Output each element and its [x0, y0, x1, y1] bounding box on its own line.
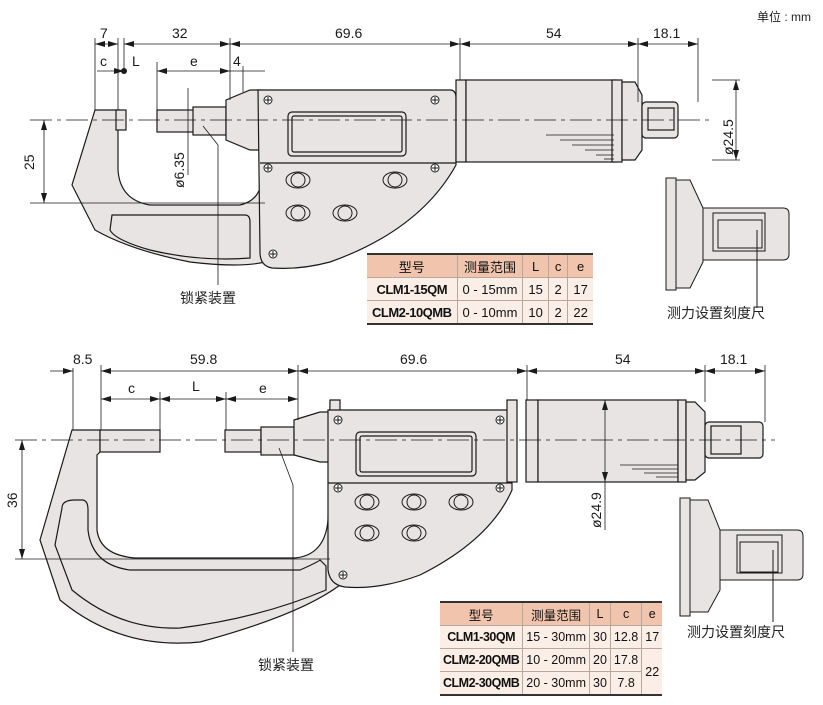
screw-icon: [333, 415, 343, 425]
dim-32: 32: [172, 25, 188, 41]
cell-model: CLM2-20QMB: [440, 648, 523, 672]
callout-lock-bottom: 锁紧装置: [258, 658, 314, 674]
table-header-row: 型号 测量范围 L c e: [440, 602, 663, 626]
spec-table-top: 型号 测量范围 L c e CLM1-15QM 0 - 15mm 15 2 17…: [367, 253, 593, 325]
bottom-thimble-hatch: [620, 464, 678, 478]
dim-25: 25: [21, 154, 37, 170]
top-spindle: [156, 109, 196, 133]
dim-e: e: [190, 53, 198, 69]
cell-range: 0 - 10mm: [456, 300, 523, 324]
cell-L: 20: [589, 648, 611, 672]
dim-dia-24-5: ø24.5: [720, 119, 736, 155]
col-L: L: [589, 602, 611, 626]
cell-c: 2: [547, 300, 568, 324]
cell-L: 15: [522, 277, 549, 301]
cell-e: 17: [641, 625, 663, 649]
col-model: 型号: [367, 254, 458, 278]
table-row: CLM2-10QMB 0 - 10mm 10 2 22: [367, 300, 593, 324]
cell-c: 7.8: [609, 671, 642, 695]
bottom-grip: [54, 499, 327, 629]
screw-icon: [333, 483, 343, 493]
dim-69-6-bottom: 69.6: [400, 351, 427, 367]
dim-59-8: 59.8: [190, 351, 217, 367]
dim-c: c: [100, 53, 107, 69]
top-dimension-lines: [41, 38, 740, 285]
bottom-anvil: [99, 429, 161, 453]
cell-model: CLM2-10QMB: [367, 300, 458, 324]
col-e: e: [567, 254, 593, 278]
screw-icon: [268, 249, 278, 259]
col-range: 测量范围: [522, 602, 590, 626]
dim-54-bottom: 54: [615, 351, 631, 367]
callout-force-scale-top: 测力设置刻度尺: [667, 306, 765, 322]
cell-c: 17.8: [609, 648, 642, 672]
cell-L: 10: [522, 300, 549, 324]
dim-7: 7: [100, 25, 108, 41]
bottom-thimble-ring: [525, 399, 539, 483]
col-range: 测量范围: [456, 254, 523, 278]
screw-icon: [263, 163, 273, 173]
top-grip: [109, 214, 251, 260]
col-e: e: [641, 602, 663, 626]
bottom-force-scale-detail: [679, 497, 804, 622]
bottom-dimension-lines: [19, 365, 766, 652]
cell-e: 22: [567, 300, 593, 324]
table-row: CLM2-20QMB 10 - 20mm 20 17.8 22: [440, 648, 663, 695]
dim-L: L: [132, 53, 140, 69]
top-thimble-ring: [455, 79, 467, 163]
screw-icon: [338, 570, 348, 580]
dim-69-6: 69.6: [335, 25, 362, 41]
dim-36: 36: [4, 492, 20, 508]
dim-18-1-bottom: 18.1: [720, 351, 747, 367]
dim-c-bottom: c: [128, 380, 135, 396]
top-spindle-collar: [192, 106, 227, 136]
top-thimble: [465, 79, 617, 163]
col-model: 型号: [440, 602, 523, 626]
screw-icon: [495, 483, 505, 493]
table-row: CLM1-15QM 0 - 15mm 15 2 17: [367, 277, 593, 301]
top-force-scale-detail: [665, 177, 790, 308]
col-c: c: [609, 602, 642, 626]
dim-L-bottom: L: [192, 378, 200, 394]
cell-range: 0 - 15mm: [456, 277, 523, 301]
screw-icon: [430, 163, 440, 173]
dim-dia-6-35: ø6.35: [171, 152, 187, 188]
cell-model: CLM1-15QM: [367, 277, 458, 301]
cell-c: 12.8: [609, 625, 642, 649]
dim-e-bottom: e: [259, 380, 267, 396]
top-thimble-hatch: [546, 134, 614, 160]
bottom-spindle: [224, 429, 262, 453]
bottom-thimble: [537, 399, 679, 483]
cell-range: 15 - 30mm: [522, 625, 590, 649]
col-c: c: [547, 254, 568, 278]
cell-c: 2: [547, 277, 568, 301]
screw-icon: [263, 95, 273, 105]
bottom-spindle-collar: [260, 426, 295, 456]
cell-model: CLM2-30QMB: [440, 671, 523, 695]
dim-18-1: 18.1: [653, 25, 680, 41]
callout-force-scale-bottom: 测力设置刻度尺: [687, 625, 785, 641]
top-micrometer: [71, 79, 679, 269]
screw-icon: [495, 415, 505, 425]
cell-range: 20 - 30mm: [522, 671, 590, 695]
cell-range: 10 - 20mm: [522, 648, 590, 672]
spec-table-bottom: 型号 测量范围 L c e CLM1-30QM 15 - 30mm 30 12.…: [440, 601, 663, 696]
dim-8-5: 8.5: [73, 351, 93, 367]
cell-model: CLM1-30QM: [440, 625, 523, 649]
dim-54: 54: [546, 25, 562, 41]
cell-L: 30: [589, 625, 611, 649]
table-row: CLM2-30QMB 20 - 30mm 30 7.8: [440, 671, 662, 695]
cell-e: 22: [641, 648, 663, 695]
cell-L: 30: [589, 671, 611, 695]
unit-label: 单位 : mm: [757, 10, 811, 24]
dim-4: 4: [233, 53, 241, 69]
col-L: L: [522, 254, 549, 278]
table-row: CLM1-30QM 15 - 30mm 30 12.8 17: [440, 625, 663, 649]
dim-dia-24-9: ø24.9: [588, 492, 604, 528]
callout-lock-top: 锁紧装置: [180, 291, 236, 307]
cell-e: 17: [567, 277, 593, 301]
screw-icon: [430, 95, 440, 105]
table-header-row: 型号 测量范围 L c e: [367, 254, 593, 278]
